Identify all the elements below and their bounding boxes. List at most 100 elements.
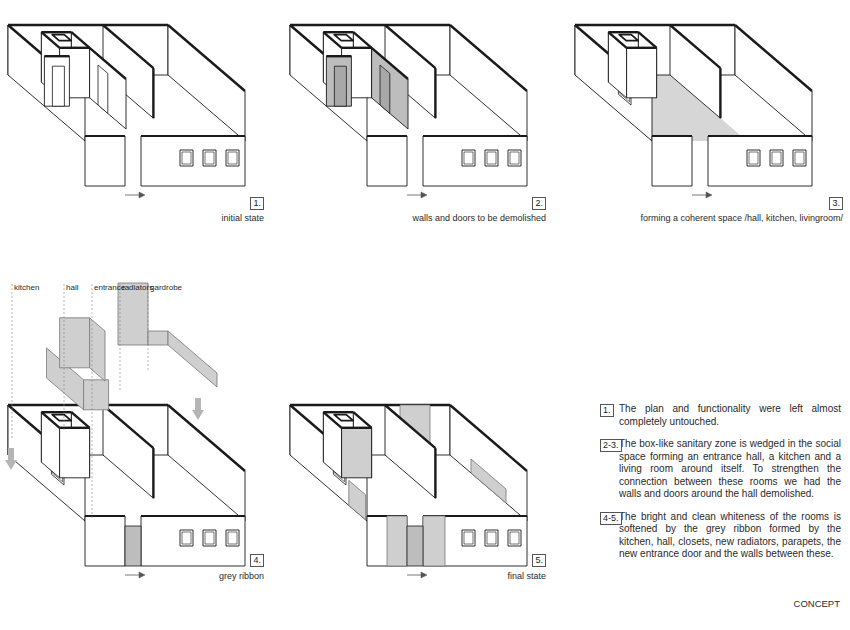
caption: initial state	[221, 213, 264, 223]
caption: grey ribbon	[219, 571, 264, 581]
kitchen-ribbon	[84, 380, 109, 410]
step-number-box: 3.	[829, 197, 843, 210]
entrance-ribbon	[423, 516, 445, 566]
wall-top	[44, 55, 69, 57]
arrow-head	[139, 572, 145, 578]
plan-drawing	[290, 25, 527, 198]
window	[485, 150, 498, 166]
window-frame	[228, 532, 237, 544]
window	[226, 150, 239, 166]
leader-line	[92, 284, 93, 520]
window-frame	[749, 152, 758, 164]
down-arrow	[192, 398, 204, 420]
right-wall	[168, 25, 245, 141]
note-text: The plan and functionality were left alm…	[619, 403, 841, 428]
step-number-box: 4-5.	[600, 512, 622, 525]
right-wall	[735, 25, 812, 141]
front-wall	[141, 136, 245, 186]
hall-wall	[372, 48, 408, 129]
leader-line	[148, 284, 149, 372]
wall-top	[708, 135, 812, 137]
wall-top	[85, 135, 125, 137]
window-frame	[772, 152, 781, 164]
note-text: The bright and clean whiteness of the ro…	[619, 511, 841, 561]
window-frame	[205, 532, 214, 544]
window-frame	[464, 532, 473, 544]
door	[334, 66, 346, 106]
note-text: The box-like sanitary zone is wedged in …	[619, 438, 841, 501]
shaft-box	[52, 415, 71, 421]
part-label: kitchen	[14, 283, 39, 292]
window-frame	[182, 532, 191, 544]
wall-top	[326, 55, 351, 57]
part-label: entrance	[94, 283, 125, 292]
wall-top	[103, 405, 153, 448]
window	[462, 150, 475, 166]
down-arrow	[5, 448, 17, 470]
window	[747, 150, 760, 166]
wall-top	[323, 31, 353, 33]
door	[98, 65, 108, 113]
entrance-arrow	[407, 575, 421, 576]
leader-line	[64, 284, 65, 432]
leader-line	[12, 284, 13, 440]
window-frame	[487, 532, 496, 544]
wall-top	[627, 47, 657, 49]
step-number: 4-5.	[603, 513, 619, 524]
door	[380, 65, 390, 113]
step-number-box: 2.	[532, 197, 546, 210]
window-frame	[182, 152, 191, 164]
wall-top	[141, 515, 245, 517]
plan-drawing	[5, 283, 245, 578]
window	[508, 530, 521, 546]
front-wall	[367, 136, 407, 186]
front-wall	[85, 136, 125, 186]
hall-wall	[326, 56, 351, 106]
sanitary-wall	[60, 428, 90, 478]
shaft-box	[334, 415, 353, 421]
wall-edge	[152, 448, 154, 498]
wall-top	[353, 412, 371, 428]
radiator-ribbon	[168, 331, 217, 387]
arrow-head	[139, 192, 145, 198]
leader-line	[120, 284, 121, 392]
window	[793, 150, 806, 166]
wall-top	[342, 47, 372, 49]
part-label: gardrobe	[150, 283, 182, 292]
gardrobe-ribbon	[148, 331, 168, 345]
wall-edge	[434, 448, 436, 498]
partition-wall	[670, 25, 720, 118]
front-wall	[141, 516, 245, 566]
window-frame	[510, 152, 519, 164]
step-number: 5.	[535, 555, 543, 566]
wall-top	[423, 135, 527, 137]
window	[203, 150, 216, 166]
shaft-box	[619, 35, 638, 41]
wall-top	[141, 135, 245, 137]
wall-top	[385, 25, 435, 68]
wall-top	[652, 135, 692, 137]
wall-top	[290, 24, 450, 26]
caption: walls and doors to be demolished	[412, 213, 546, 223]
window	[485, 530, 498, 546]
window-frame	[510, 532, 519, 544]
plan-drawing	[575, 25, 812, 198]
right-wall	[450, 405, 527, 521]
wall-top	[450, 25, 527, 91]
sanitary-wall	[323, 412, 341, 478]
window	[203, 530, 216, 546]
window-frame	[795, 152, 804, 164]
window	[770, 150, 783, 166]
right-wall	[450, 25, 527, 141]
hall-wall	[44, 56, 69, 106]
step-number-box: 5.	[532, 554, 546, 567]
wall-top	[638, 32, 656, 48]
wall-top	[168, 405, 245, 471]
radiator-ribbon	[471, 459, 506, 503]
arrow-head	[421, 192, 427, 198]
wall-top	[71, 32, 89, 48]
step-number: 4.	[253, 555, 261, 566]
window	[226, 530, 239, 546]
wall-top	[670, 25, 720, 68]
